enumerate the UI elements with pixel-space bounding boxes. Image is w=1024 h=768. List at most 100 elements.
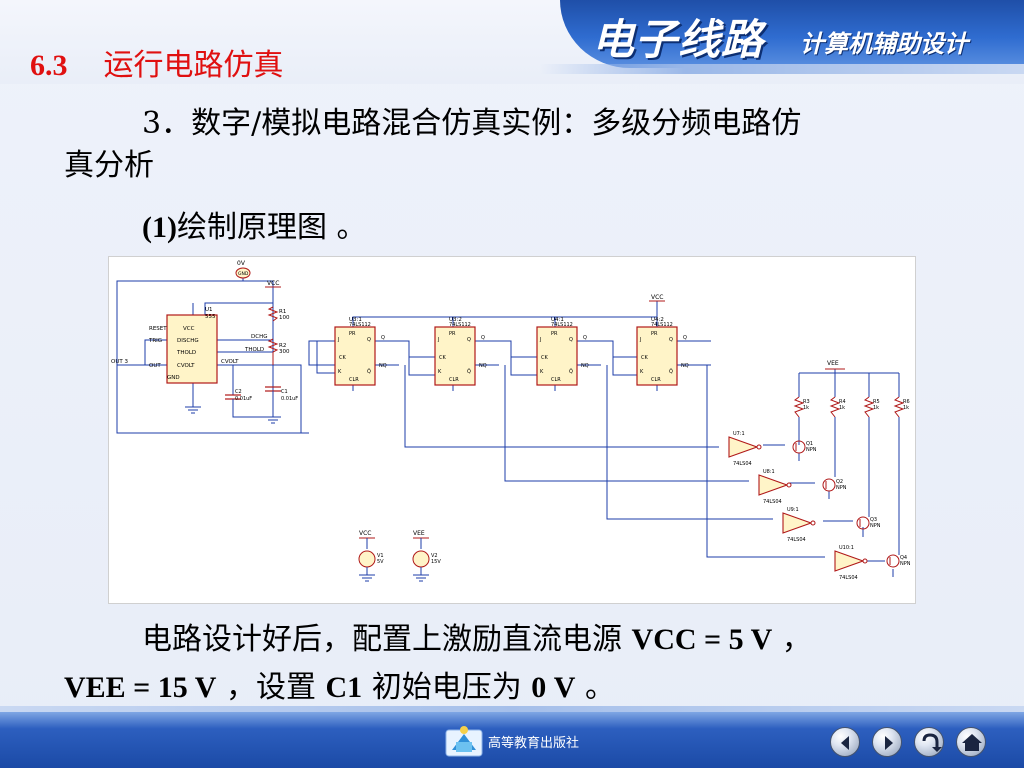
ground-symbol: 0V GND <box>235 260 251 279</box>
transistor-ref: Q3 <box>870 517 877 523</box>
brand-title: 电子线路 <box>592 15 765 64</box>
buffer-part: 74LS04 <box>839 575 858 581</box>
ff-pin-j: J <box>437 337 439 343</box>
ff-pin-j: J <box>337 337 339 343</box>
ff-net-nq: NQ <box>479 363 487 369</box>
ff-pin-k: K <box>540 369 544 375</box>
u1-ref: U1 <box>205 307 213 313</box>
c1-name: C1 <box>325 671 363 704</box>
ff-pin-ck: CK <box>541 355 548 361</box>
vee-setting: VEE = 15 V <box>64 671 217 704</box>
step-heading: (1)绘制原理图 。 <box>142 202 367 246</box>
u1-pin-trig: TRIG <box>148 338 162 344</box>
buffer-ref: U7:1 <box>733 431 745 437</box>
ff-pin-nq: Q̄ <box>467 368 471 375</box>
transistor-type: NPN <box>870 523 881 529</box>
u1-pin-vcc: VCC <box>183 326 195 332</box>
pullup-ref: R3 <box>803 399 810 405</box>
c2-ref: C2 <box>235 389 242 395</box>
banner-highlight <box>540 64 1024 74</box>
vee-label-rail: VEE <box>827 360 839 367</box>
header-banner: 电子线路 计算机辅助设计 <box>0 0 1024 84</box>
ff-pin-nq: Q̄ <box>367 368 371 375</box>
u1-pin-cvolt: CVOLT <box>177 363 195 369</box>
transistor-type: NPN <box>900 561 911 567</box>
ff-pin-j: J <box>539 337 541 343</box>
banner-swoosh <box>560 0 1024 68</box>
example-heading-line1: 3．数字/模拟电路混合仿真实例：多级分频电路仿 <box>142 106 802 141</box>
transistor-type: NPN <box>806 447 817 453</box>
ff-ref: U3:2 <box>449 317 462 323</box>
publisher-logo <box>445 726 483 757</box>
transistor-type: NPN <box>836 485 847 491</box>
u1-pin-thold: THOLD <box>176 350 196 356</box>
home-button[interactable] <box>956 727 986 757</box>
return-icon <box>922 733 942 752</box>
previous-button[interactable] <box>830 727 860 757</box>
u1-pin-dischg: DISCHG <box>177 338 199 344</box>
source-ref: V1 <box>377 553 384 559</box>
ff-pin-pr: PR <box>551 331 558 337</box>
pullup-value: 1k <box>803 405 809 411</box>
ff-pin-q: Q <box>367 337 371 343</box>
footer-divider <box>0 706 1024 712</box>
ff-net-nq: NQ <box>581 363 589 369</box>
buffer-part: 74LS04 <box>733 461 752 467</box>
home-icon <box>962 734 982 751</box>
schematic-diagram: RESET VCC TRIG DISCHG THOLD OUT CVOLT GN… <box>108 256 916 604</box>
config-text-2d: 初始电压为 <box>362 670 532 705</box>
r1-ref: R1 <box>279 309 286 315</box>
example-heading-line2: 真分析 <box>64 148 154 183</box>
config-text-line1: 电路设计好后，配置上激励直流电源 VCC = 5 V ， <box>142 614 812 658</box>
section-title: 运行电路仿真 <box>103 48 284 83</box>
ff-pin-clr: CLR <box>349 377 359 383</box>
c2-value: 0.01uF <box>235 396 252 402</box>
vcc-setting: VCC = 5 V <box>631 623 773 656</box>
r2-value: 300 <box>279 349 290 355</box>
buffer-part: 74LS04 <box>787 537 806 543</box>
ff-pin-q: Q <box>467 337 471 343</box>
arrow-right-icon <box>885 736 893 750</box>
ff-pin-nq: Q̄ <box>669 368 673 375</box>
r1-value: 100 <box>279 315 290 321</box>
publisher-name: 高等教育出版社 <box>488 736 580 751</box>
ff-pin-nq: Q̄ <box>569 368 573 375</box>
pullup-ref: R6 <box>903 399 910 405</box>
ff-ref: U4:2 <box>651 317 664 323</box>
buffer-1: U7:1 74LS04 <box>728 431 762 467</box>
next-button[interactable] <box>872 727 902 757</box>
source-net-label: VEE <box>413 530 425 537</box>
ff-net-q: Q <box>381 335 385 341</box>
return-button[interactable] <box>914 727 944 757</box>
ff-pin-ck: CK <box>339 355 346 361</box>
buffer-ref: U10:1 <box>839 545 854 551</box>
arrow-left-icon <box>841 736 849 750</box>
config-text-line2: VEE = 15 V ，设置 C1 初始电压为 0 V 。 <box>64 662 615 706</box>
ff-pin-q: Q <box>569 337 573 343</box>
ff-pin-clr: CLR <box>449 377 459 383</box>
source-value: 5V <box>377 559 384 565</box>
buffer-part: 74LS04 <box>763 499 782 505</box>
source-value: 15V <box>431 559 441 565</box>
vcc-label-top: VCC <box>267 280 279 287</box>
net-label-dchg: DCHG <box>251 334 267 340</box>
ff-ref: U3:1 <box>349 317 362 323</box>
ff-part: 74LS112 <box>551 322 573 328</box>
pullup-value: 1k <box>873 405 879 411</box>
config-text-2b: ，设置 <box>216 670 326 705</box>
u1-part: 555 <box>205 314 216 320</box>
ff-pin-clr: CLR <box>551 377 561 383</box>
step-label: (1) <box>142 211 177 244</box>
ff-pin-k: K <box>338 369 342 375</box>
